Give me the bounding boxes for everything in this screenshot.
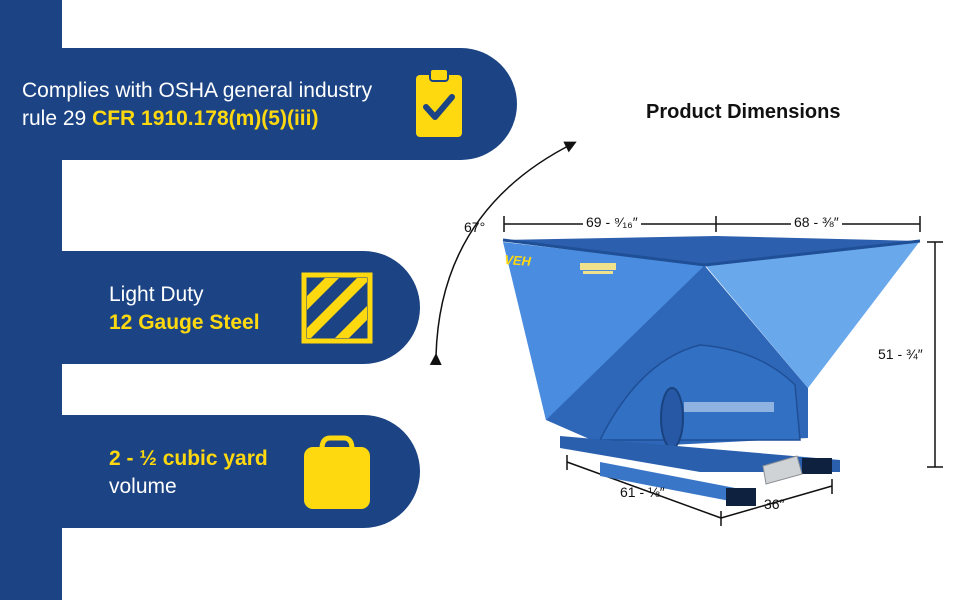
duty-label: Light Duty [109, 283, 204, 306]
product-dimensions-title: Product Dimensions [646, 101, 841, 123]
tilt-angle-label: 67° [464, 219, 486, 235]
volume-amount: 2 - ½ cubic yard [109, 447, 268, 470]
compliance-regulation: CFR 1910.178(m)(5)(iii) [92, 107, 319, 130]
compliance-prefix: rule 29 [22, 107, 87, 130]
striped-steel-plate-icon [301, 272, 373, 344]
height-dimension-line [927, 241, 943, 468]
base-dimension-lines [566, 455, 833, 526]
hopper-body [502, 236, 921, 506]
top-width-label: 68 - ⅜″ [791, 214, 842, 230]
volume-label: volume [109, 475, 177, 498]
height-label: 51 - ¾″ [878, 346, 923, 362]
clipboard-check-icon [416, 68, 462, 137]
brand-mark: VEH [504, 252, 532, 269]
steel-gauge-text: Light Duty 12 Gauge Steel [109, 281, 260, 337]
compliance-text: Complies with OSHA general industry rule… [22, 77, 372, 133]
base-length-label: 61 - ⅛″ [620, 484, 665, 500]
top-dimension-line [503, 216, 921, 232]
base-width-label: 36″ [764, 496, 785, 512]
top-length-label: 69 - ⁹⁄₁₆″ [583, 214, 641, 230]
steel-gauge-banner [0, 251, 420, 364]
gauge-label: 12 Gauge Steel [109, 311, 260, 334]
tilt-angle-arc [429, 141, 577, 366]
hopper-volume-icon [304, 435, 370, 509]
volume-text: 2 - ½ cubic yard volume [109, 445, 268, 501]
compliance-line-1: Complies with OSHA general industry [22, 79, 373, 102]
